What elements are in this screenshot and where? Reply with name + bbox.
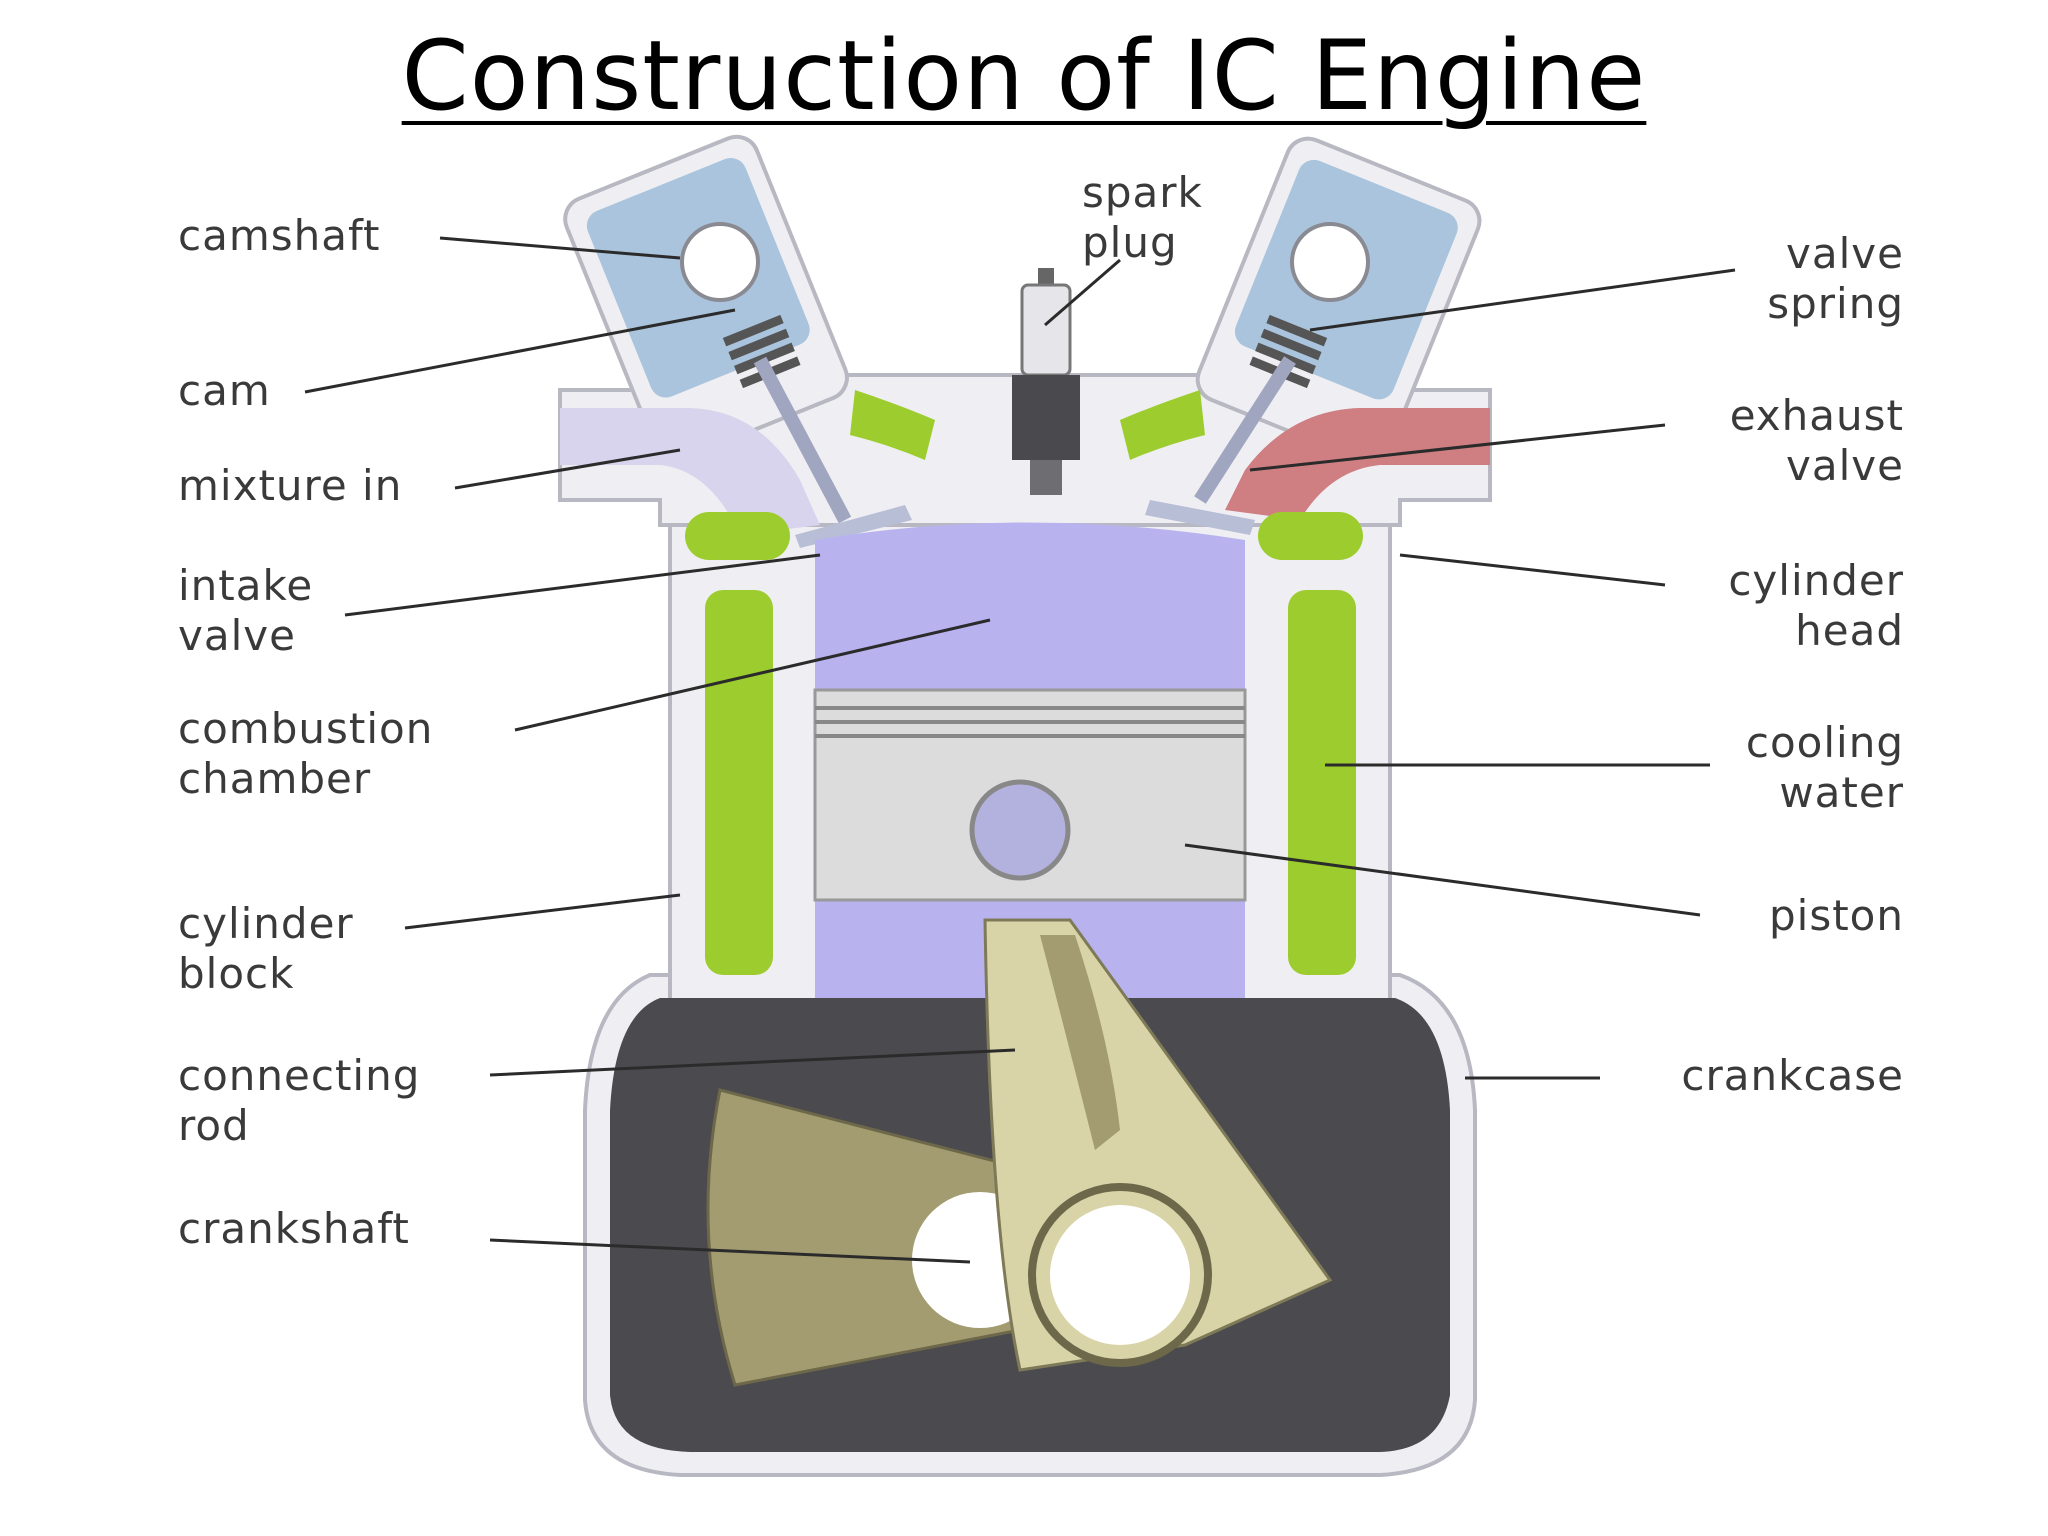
label-intake-valve-line1: intake [178,561,313,610]
leader-connecting-rod [489,1048,1016,1077]
leader-intake-valve [344,553,821,617]
right-labels: spark plug valve spring exhaust valve cy… [1082,168,1904,1100]
label-intake-valve-line2: valve [178,611,296,660]
exhaust-valve-head [1145,500,1255,535]
label-valve-spring-line1: valve [1786,229,1904,278]
intake-valve-stem [753,356,852,524]
leader-camshaft [439,236,681,260]
label-cooling-water-line2: water [1779,768,1904,817]
label-cylinder-head-line2: head [1795,606,1904,655]
leader-crankshaft [489,1238,971,1264]
left-labels: camshaft cam mixture in intake valve com… [178,211,433,1253]
label-cam: cam [178,366,271,415]
label-combustion-chamber-line2: chamber [178,754,371,803]
leader-cylinder-head [1399,553,1666,587]
leader-piston [1184,843,1701,917]
intake-camshaft [680,222,760,302]
page-title: Construction of IC Engine [401,20,1647,132]
connecting-rod [983,918,1333,1372]
label-mixture-in: mixture in [178,461,402,510]
gudgeon-pin [969,779,1071,881]
leader-exhaust-valve [1249,423,1666,472]
label-combustion-chamber-line1: combustion [178,704,433,753]
label-cylinder-head-line1: cylinder [1728,556,1904,605]
label-crankshaft: crankshaft [178,1204,410,1253]
exhaust-camshaft [1290,222,1370,302]
label-piston: piston [1769,891,1904,940]
label-cylinder-block-line1: cylinder [178,899,354,948]
label-exhaust-valve-line1: exhaust [1730,391,1904,440]
cooling-water-passages [685,390,1363,975]
piston-assembly [813,688,1247,902]
leader-cylinder-block [404,893,681,930]
leader-cam [304,308,736,394]
label-exhaust-valve-line2: valve [1786,441,1904,490]
leader-mixture-in [454,448,681,490]
label-camshaft: camshaft [178,211,381,260]
label-spark-plug-line2: plug [1082,218,1178,267]
label-spark-plug-line1: spark [1082,168,1203,217]
leader-spark-plug [1044,258,1121,327]
mixture-inlet-port [560,408,820,535]
leader-combustion-chamber [514,618,991,732]
leader-lines [304,236,1736,1264]
label-connecting-rod-line1: connecting [178,1051,420,1100]
label-cooling-water-line1: cooling [1746,718,1904,767]
label-crankcase: crankcase [1681,1051,1904,1100]
intake-valve-head [795,505,912,548]
combustion-chamber [815,522,1245,690]
leader-valve-spring [1309,268,1736,332]
exhaust-port [1225,408,1490,520]
label-cylinder-block-line2: block [178,949,294,998]
label-valve-spring-line2: spring [1767,279,1904,328]
label-connecting-rod-line2: rod [178,1101,250,1150]
exhaust-valve-stem [1194,356,1296,504]
crankpin [1050,1205,1190,1345]
spark-plug [1012,268,1080,495]
